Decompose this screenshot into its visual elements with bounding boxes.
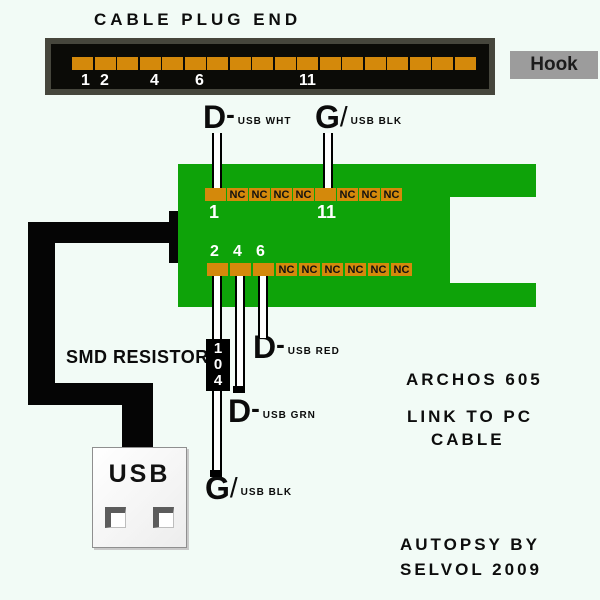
- label-g-usb-blk-bottom: G/USB BLK: [205, 472, 293, 504]
- plug-pin: [94, 57, 116, 70]
- pad-nc: NC: [391, 263, 412, 276]
- cable-vertical: [28, 222, 55, 405]
- usb-contact-hole: [105, 507, 126, 528]
- pcb-number-4: 4: [233, 243, 242, 260]
- cable-arm-top: [28, 222, 179, 243]
- pcb-pad-row-2: NC NC NC NC NC NC: [207, 263, 412, 276]
- label-sub: USB GRN: [262, 410, 316, 421]
- usb-connector: USB: [92, 447, 187, 548]
- label-d-usb-grn: D-USB GRN: [228, 395, 316, 427]
- plug-pin: [297, 57, 318, 70]
- plug-pin: [387, 57, 408, 70]
- pad-nc: NC: [322, 263, 343, 276]
- label-sep: /: [339, 101, 348, 132]
- label-sub: USB WHT: [237, 116, 292, 127]
- pcb-notch: [450, 197, 536, 283]
- smd-resistor-label: SMD RESISTOR: [66, 347, 209, 367]
- pad-nc: NC: [359, 188, 380, 201]
- plug-pin: [364, 57, 386, 70]
- pad-pin11: [315, 188, 336, 201]
- label-main: D: [203, 99, 227, 135]
- plug-pin: [342, 57, 363, 70]
- label-main: D: [253, 329, 277, 365]
- label-main: G: [315, 99, 340, 135]
- plug-pin: [432, 57, 453, 70]
- plug-pin-number-11: 11: [299, 72, 316, 89]
- label-d-usb-red: D-USB RED: [253, 331, 340, 363]
- label-main: G: [205, 470, 230, 506]
- plug-pin-number-6: 6: [195, 72, 204, 89]
- plug-pin: [409, 57, 431, 70]
- label-sep: -: [276, 329, 285, 359]
- pad-nc: NC: [249, 188, 270, 201]
- label-sep: -: [226, 99, 235, 129]
- pcb-number-6: 6: [256, 243, 265, 260]
- plug-pin-number-4: 4: [150, 72, 159, 89]
- pad-nc: NC: [227, 188, 248, 201]
- pad-nc: NC: [345, 263, 366, 276]
- usb-label: USB: [108, 460, 171, 488]
- label-g-usb-blk-top: G/USB BLK: [315, 101, 403, 133]
- pcb-number-1: 1: [209, 202, 220, 222]
- wire-d-grn-cap: [233, 386, 245, 393]
- pad-nc: NC: [271, 188, 292, 201]
- wire-g-blk-top: [323, 133, 333, 190]
- wire-g-blk-cap: [210, 470, 222, 477]
- label-sub: USB BLK: [240, 487, 293, 498]
- plug-pin: [139, 57, 161, 70]
- plug-pin-row: [72, 57, 476, 70]
- wire-d-grn: [235, 276, 245, 388]
- pad-pin6: [253, 263, 274, 276]
- pcb-number-11: 11: [317, 202, 337, 222]
- pad-nc: NC: [368, 263, 389, 276]
- plug-pin: [72, 57, 93, 70]
- pad-pin2: [207, 263, 228, 276]
- pad-nc: NC: [337, 188, 358, 201]
- wire-d-red: [258, 276, 268, 338]
- plug-pin: [117, 57, 138, 70]
- pad-nc: NC: [381, 188, 402, 201]
- resistor-digit: 1: [213, 340, 223, 357]
- plug-pin: [454, 57, 476, 70]
- pad-pin4: [230, 263, 251, 276]
- note-cable: CABLE: [431, 430, 505, 449]
- label-sub: USB BLK: [350, 116, 403, 127]
- cable-arm-bottom: [28, 383, 153, 405]
- smd-resistor-104: 1 0 4: [206, 339, 230, 391]
- plug-pin: [229, 57, 251, 70]
- note-link-to-pc: LINK TO PC: [407, 407, 534, 426]
- pad-pin1: [205, 188, 226, 201]
- label-sep: /: [229, 472, 238, 503]
- resistor-digit: 4: [213, 372, 223, 389]
- hook-text: Hook: [530, 54, 578, 75]
- page-title: CABLE PLUG END: [94, 10, 302, 29]
- pad-nc: NC: [293, 188, 314, 201]
- pcb-pad-row-1: NC NC NC NC NC NC NC: [205, 188, 402, 201]
- pcb-number-2: 2: [210, 243, 219, 260]
- cable-pcb-stub: [169, 211, 180, 263]
- plug-pin: [184, 57, 206, 70]
- pad-nc: NC: [299, 263, 320, 276]
- hook-label: Hook: [510, 51, 598, 79]
- cable-usb-stub: [122, 383, 153, 447]
- usb-contact-hole: [153, 507, 174, 528]
- note-selvol-2009: SELVOL 2009: [400, 560, 542, 579]
- wire-d-wht: [212, 133, 222, 190]
- plug-pin-number-1: 1: [81, 72, 90, 89]
- plug-pin-number-2: 2: [100, 72, 109, 89]
- note-archos-605: ARCHOS 605: [406, 370, 543, 389]
- label-sub: USB RED: [287, 346, 340, 357]
- resistor-digit: 0: [213, 356, 223, 373]
- pad-nc: NC: [276, 263, 297, 276]
- plug-pin: [207, 57, 228, 70]
- plug-pin: [319, 57, 341, 70]
- note-autopsy-by: AUTOPSY BY: [400, 535, 540, 554]
- label-main: D: [228, 393, 252, 429]
- plug-pin: [274, 57, 296, 70]
- plug-pin: [162, 57, 183, 70]
- label-d-usb-wht: D-USB WHT: [203, 101, 290, 133]
- plug-pin: [252, 57, 273, 70]
- label-sep: -: [251, 393, 260, 423]
- cable-plug-connector: 1 2 4 6 11: [45, 38, 495, 95]
